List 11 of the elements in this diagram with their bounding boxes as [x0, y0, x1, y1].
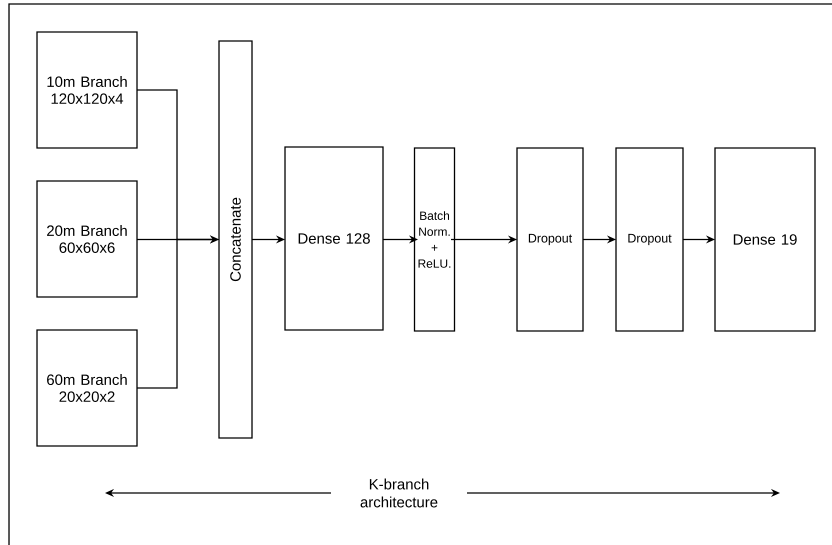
layer-box: Batch Norm. + ReLU. — [414, 147, 456, 332]
layer-box: Dropout — [615, 147, 684, 332]
layer-box: 60m Branch 20x20x2 — [36, 329, 138, 447]
layer-box: Dense 19 — [714, 147, 816, 332]
layer-box: 20m Branch 60x60x6 — [36, 180, 138, 298]
layer-box: Dense 128 — [284, 146, 384, 331]
annotation-text: K-branch architecture — [360, 478, 438, 508]
layer-label: Concatenate — [230, 198, 241, 282]
layer-box: 10m Branch 120x120x4 — [36, 31, 138, 149]
layer-box — [218, 40, 253, 439]
layer-box: Dropout — [516, 147, 584, 332]
